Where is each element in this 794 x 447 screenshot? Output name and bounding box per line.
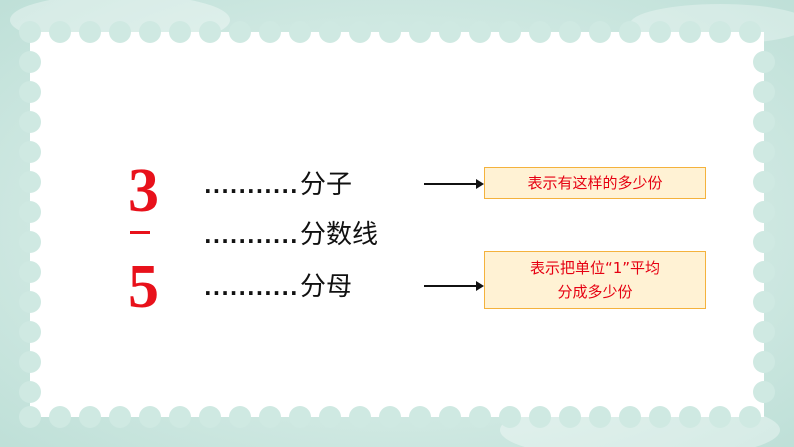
perforation-notch [753, 291, 775, 313]
perforation-notch [319, 406, 341, 428]
perforation-notch [49, 21, 71, 43]
perforation-notch [19, 406, 41, 428]
perforation-notch [709, 406, 731, 428]
perforation-notch [19, 21, 41, 43]
leader-dots: ........... [204, 276, 299, 300]
perforation-notch [739, 406, 761, 428]
arrow-right-icon [424, 281, 484, 291]
perforation-notch [753, 351, 775, 373]
perforation-notch [753, 51, 775, 73]
perforation-notch [709, 21, 731, 43]
perforation-notch [289, 406, 311, 428]
perforation-notch [439, 406, 461, 428]
perforation-notch [469, 406, 491, 428]
perforation-notch [499, 406, 521, 428]
arrow-right-icon [424, 179, 484, 189]
perforation-notch [19, 291, 41, 313]
perforation-notch [169, 406, 191, 428]
perforation-notch [19, 351, 41, 373]
perforation-notch [109, 406, 131, 428]
perforation-notch [753, 81, 775, 103]
perforation-notch [559, 406, 581, 428]
perforation-notch [19, 381, 41, 403]
perforation-notch [349, 406, 371, 428]
perforation-notch [753, 261, 775, 283]
perforation-notch [19, 261, 41, 283]
perforation-notch [439, 21, 461, 43]
perforation-notch [409, 406, 431, 428]
perforation-notch [229, 406, 251, 428]
perforation-notch [169, 21, 191, 43]
term-denominator: 分母 [300, 272, 353, 302]
perforation-notch [19, 171, 41, 193]
perforation-notch [49, 406, 71, 428]
perforation-notch [139, 406, 161, 428]
leader-dots: ........... [204, 224, 299, 248]
perforation-notch [679, 21, 701, 43]
perforation-notch [469, 21, 491, 43]
perforation-notch [19, 111, 41, 133]
perforation-notch [753, 381, 775, 403]
fraction-denominator: 5 [128, 253, 159, 321]
perforation-notch [559, 21, 581, 43]
perforation-notch [289, 21, 311, 43]
note-text: 表示有这样的多少份 [527, 174, 663, 192]
perforation-notch [529, 21, 551, 43]
perforation-notch [259, 406, 281, 428]
perforation-notch [379, 406, 401, 428]
note-numerator: 表示有这样的多少份 [484, 167, 706, 199]
leader-dots: ........... [204, 174, 299, 198]
perforation-notch [199, 406, 221, 428]
stamp-perforations [19, 21, 775, 428]
note-text: 分成多少份 [557, 283, 633, 301]
perforation-notch [199, 21, 221, 43]
perforation-notch [753, 201, 775, 223]
stamp-paper [30, 32, 764, 417]
perforation-notch [739, 21, 761, 43]
perforation-notch [229, 21, 251, 43]
perforation-notch [619, 21, 641, 43]
perforation-notch [619, 406, 641, 428]
term-numerator: 分子 [300, 170, 353, 200]
term-fraction-line: 分数线 [300, 220, 379, 250]
perforation-notch [79, 21, 101, 43]
perforation-notch [349, 21, 371, 43]
perforation-notch [19, 141, 41, 163]
perforation-notch [139, 21, 161, 43]
perforation-notch [109, 21, 131, 43]
perforation-notch [379, 21, 401, 43]
perforation-notch [259, 21, 281, 43]
perforation-notch [649, 21, 671, 43]
fraction-numerator: 3 [128, 157, 159, 225]
perforation-notch [19, 231, 41, 253]
fraction-bar [130, 231, 150, 234]
perforation-notch [753, 171, 775, 193]
perforation-notch [649, 406, 671, 428]
perforation-notch [499, 21, 521, 43]
perforation-notch [409, 21, 431, 43]
perforation-notch [319, 21, 341, 43]
perforation-notch [753, 321, 775, 343]
perforation-notch [753, 141, 775, 163]
perforation-notch [753, 111, 775, 133]
perforation-notch [679, 406, 701, 428]
perforation-notch [529, 406, 551, 428]
perforation-notch [753, 231, 775, 253]
perforation-notch [19, 81, 41, 103]
perforation-notch [589, 406, 611, 428]
perforation-notch [589, 21, 611, 43]
perforation-notch [19, 51, 41, 73]
perforation-notch [19, 321, 41, 343]
note-denominator: 表示把单位“1”平均 分成多少份 [484, 251, 706, 309]
note-text: 表示把单位“1”平均 [529, 259, 661, 277]
perforation-notch [19, 201, 41, 223]
perforation-notch [79, 406, 101, 428]
